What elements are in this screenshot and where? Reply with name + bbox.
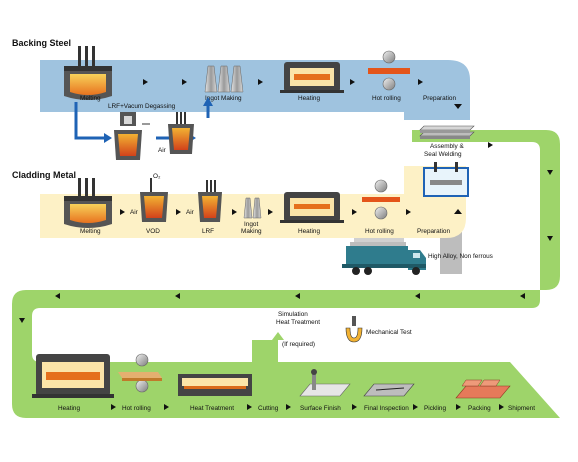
arrow-right (418, 79, 423, 85)
cladding-ingot-label-line2: Making (241, 228, 262, 235)
heat-treatment-label: Heat Treatment (190, 405, 234, 412)
arrow-left (295, 293, 300, 299)
arrow-right (268, 209, 273, 215)
arrow-right (143, 79, 148, 85)
simulation-label-line2: Heat Treatment (276, 319, 320, 326)
cladding-lrf-ladle-icon (198, 180, 222, 222)
grey-connector-band (440, 232, 462, 274)
cladding-flow-arrows (120, 209, 462, 215)
cladding-lrf-label: LRF (202, 228, 214, 235)
packing-label: Packing (468, 405, 491, 412)
assembly-plates-icon (419, 125, 475, 139)
arrow-right (232, 209, 237, 215)
mechanical-test-label: Mechanical Test (366, 329, 412, 336)
backing-preparation-label: Preparation (423, 95, 456, 102)
arrow-right (258, 79, 263, 85)
arrow-down (19, 318, 25, 323)
arrow-right (176, 209, 181, 215)
section-title-cladding: Cladding Metal (12, 170, 76, 180)
final-heating-label: Heating (58, 405, 80, 412)
arrow-right (164, 404, 169, 410)
arrow-down (547, 170, 553, 175)
final-hot-rolling-label: Hot rolling (122, 405, 151, 412)
simulation-arrowhead (272, 332, 284, 340)
assembly-label-line2: Seal Welding (424, 151, 462, 158)
heat-treatment-furnace-icon (178, 374, 252, 396)
simulation-label-line1: Simulation (278, 311, 308, 318)
final-rolling-mill-icon (118, 353, 162, 393)
cladding-rolling-mill-icon (362, 179, 400, 220)
surface-finish-icon (299, 369, 351, 397)
arrow-right (406, 209, 411, 215)
green-flow-arrows (19, 142, 553, 323)
backing-heating-label: Heating (298, 95, 320, 102)
arrow-right (413, 404, 418, 410)
arrow-right (352, 404, 357, 410)
vacuum-degassing-icon (114, 112, 150, 160)
cladding-o2-label: O₂ (153, 173, 161, 180)
shipment-label: Shipment (508, 405, 535, 412)
arrow-right (247, 404, 252, 410)
arrow-left (415, 293, 420, 299)
truck-label: High Alloy, Non ferrous (428, 253, 493, 260)
backing-melting-furnace-icon (64, 46, 112, 100)
lrf-ladle-icon (168, 112, 194, 154)
arrow-right (488, 142, 493, 148)
final-inspection-label: Final Inspection (364, 405, 409, 412)
section-title-backing: Backing Steel (12, 38, 71, 48)
lrf-vac-label: LRF+Vacum Degassing (108, 103, 176, 110)
cladding-ingot-label-line1: Ingot (244, 221, 258, 228)
backing-air-label: Air (158, 147, 167, 154)
welding-chamber-icon (423, 162, 469, 197)
cladding-hot-rolling-label: Hot rolling (365, 228, 394, 235)
arrow-down (547, 236, 553, 241)
cladding-melting-furnace-icon (64, 178, 112, 228)
backing-hot-rolling-label: Hot rolling (372, 95, 401, 102)
mechanical-test-icon (345, 316, 363, 343)
backing-steel-band (40, 60, 470, 120)
assembly-label-line1: Assembly & (430, 143, 464, 150)
arrow-right (182, 79, 187, 85)
pickling-label: Pickling (424, 405, 446, 412)
final-heating-furnace-icon (32, 354, 114, 398)
final-inspection-icon (363, 383, 415, 397)
arrow-right (111, 404, 116, 410)
bottom-flow-arrows (111, 404, 504, 410)
backing-rolling-mill-icon (368, 50, 410, 91)
backing-heating-furnace-icon (280, 62, 344, 93)
backing-ingot-icon (204, 65, 244, 93)
simulation-label-line3: (If required) (282, 341, 315, 348)
cladding-preparation-label: Preparation (417, 228, 450, 235)
arrow-right (499, 404, 504, 410)
arrow-left (175, 293, 180, 299)
arrow-left (520, 293, 525, 299)
backing-melting-label: Melting (80, 95, 101, 102)
arrow-right (352, 209, 357, 215)
truck-icon (342, 238, 426, 275)
backing-ingot-label: Ingot Making (205, 95, 242, 102)
cutting-label: Cutting (258, 405, 279, 412)
arrow-up (454, 209, 462, 214)
arrow-right (456, 404, 461, 410)
cladding-heating-furnace-icon (280, 192, 344, 223)
cladding-vod-label: VOD (146, 228, 160, 235)
arrow-down (454, 104, 462, 109)
arrow-right (120, 209, 125, 215)
cladding-vod-air-label: Air (130, 209, 139, 216)
arrow-right (350, 79, 355, 85)
cladding-heating-label: Heating (298, 228, 320, 235)
packing-crates-icon (455, 379, 511, 399)
cladding-ingot-icon (243, 197, 262, 219)
arrow-left (55, 293, 60, 299)
backing-flow-arrows (143, 79, 462, 109)
arrow-right (286, 404, 291, 410)
surface-finish-label: Surface Finish (300, 405, 341, 412)
cladding-melting-label: Melting (80, 228, 101, 235)
cladding-lrf-air-label: Air (186, 209, 195, 216)
vod-vessel-icon (140, 178, 168, 222)
